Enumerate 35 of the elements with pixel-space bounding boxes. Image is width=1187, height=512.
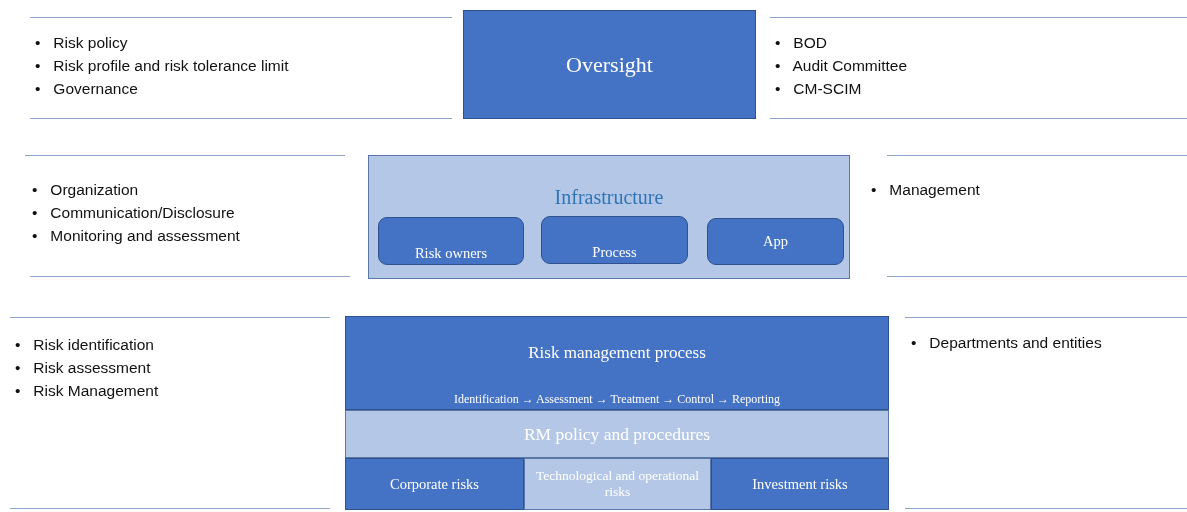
box-title: Corporate risks [389, 475, 480, 493]
box-title: Risk management process [527, 343, 707, 363]
box-title: Technological and operational risks [534, 468, 701, 500]
box-title: Risk owners [413, 245, 489, 264]
bullet-item: • Audit Committee [775, 56, 908, 76]
box-title: Infrastructure [553, 186, 665, 209]
bullet-item: • Departments and entities [911, 333, 1102, 353]
bullet-item: • BOD [775, 33, 828, 53]
bullet-item: • Risk Management [15, 381, 159, 401]
category-box [345, 458, 524, 510]
category-box [711, 458, 889, 510]
box-title: Process [591, 244, 638, 263]
bullet-item: • Risk assessment [15, 358, 152, 378]
oversight-box [463, 10, 756, 119]
rounded-box [541, 216, 688, 264]
process-panel [345, 316, 889, 410]
bullet-item: • Governance [35, 79, 139, 99]
bullet-item: • Management [871, 180, 980, 200]
box-title: Investment risks [751, 475, 849, 493]
infrastructure-panel [368, 155, 850, 279]
rounded-box [707, 218, 844, 265]
bullet-item: • Communication/Disclosure [32, 203, 236, 223]
bullet-item: • Risk policy [35, 33, 129, 53]
policy-band [345, 410, 889, 458]
bullet-item: • Risk profile and risk tolerance limit [35, 56, 289, 76]
box-title: Oversight [565, 51, 654, 78]
box-title: App [762, 233, 789, 250]
box-title: RM policy and procedures [522, 423, 712, 445]
bullet-item: • CM-SCIM [775, 79, 863, 99]
rounded-box [378, 217, 524, 265]
bullet-item: • Risk identification [15, 335, 155, 355]
flow-text: Identification → Assessment → Treatment → Control → Reporting [453, 393, 781, 407]
bullet-item: • Monitoring and assessment [32, 226, 240, 246]
bullet-item: • Organization [32, 180, 140, 200]
category-box [524, 458, 711, 510]
